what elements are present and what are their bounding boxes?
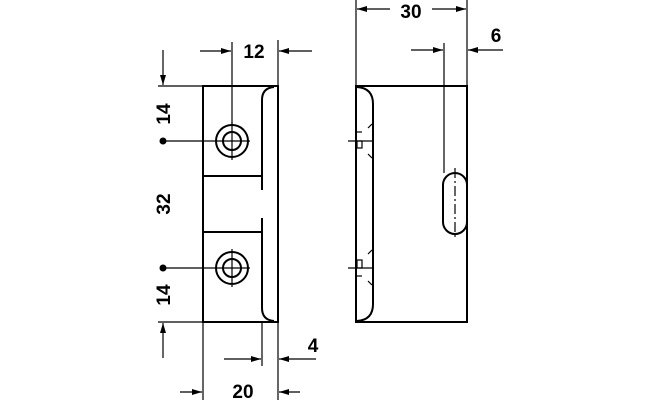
dim-4: 4 [308, 336, 319, 357]
screw-mark-bottom [348, 249, 373, 286]
screw-mark-top [348, 123, 373, 159]
side-lip [356, 86, 374, 322]
dim-6: 6 [491, 26, 502, 47]
front-lip-top [261, 86, 275, 190]
dim-12: 12 [243, 42, 264, 63]
front-view [202, 85, 279, 323]
front-lip-bottom [261, 218, 275, 322]
dim-30: 30 [400, 2, 421, 23]
side-dimensions: 30 6 [355, 0, 503, 173]
front-body-outline [202, 85, 279, 323]
dim-20: 20 [232, 382, 253, 400]
dim-14-top: 14 [154, 103, 175, 125]
dim-32: 32 [154, 193, 175, 214]
front-dimensions: 12 14 32 14 4 20 [154, 40, 319, 400]
side-view [348, 85, 468, 323]
dim-14-bottom: 14 [154, 284, 175, 306]
